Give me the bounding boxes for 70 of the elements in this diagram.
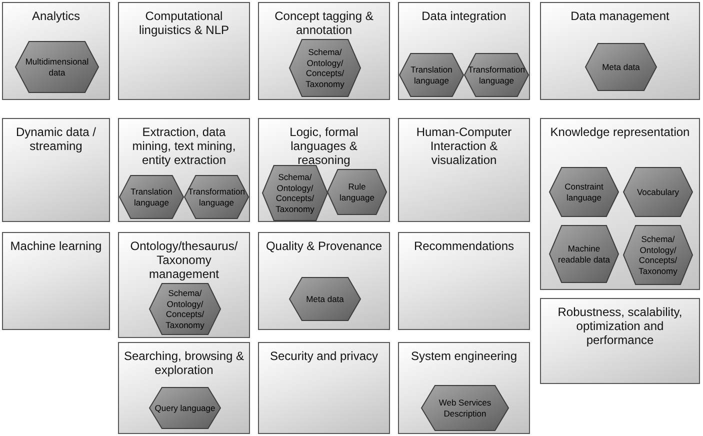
topic-box	[540, 298, 700, 384]
hexagon-tag	[623, 167, 693, 217]
topic-title: Quality & Provenance	[264, 239, 384, 253]
hexagon-tag	[585, 43, 657, 91]
topic-title: Human-Computer Interaction & visualization	[415, 125, 513, 167]
topic-title: Recommendations	[412, 239, 516, 253]
tag-label: Meta data	[305, 294, 345, 304]
topic-title: Ontology/thesaurus/ Taxonomy management	[129, 239, 239, 281]
tag-label: Rule language	[338, 182, 376, 202]
topic-box	[540, 118, 700, 290]
hexagon-tag	[623, 225, 693, 285]
tag-label: Meta data	[601, 62, 641, 72]
topic-title: Machine learning	[9, 239, 103, 253]
topic-box	[258, 342, 390, 434]
topic-title: Analytics	[30, 9, 82, 23]
tag-label: Schema/ Ontology/ Concepts/ Taxonomy	[638, 234, 678, 276]
tag-label: Web Services Description	[438, 398, 492, 418]
topic-box	[2, 118, 110, 222]
topic-title: Robustness, scalability, optimization and performance	[556, 305, 684, 347]
tag-label: Schema/ Ontology/ Concepts/ Taxonomy	[304, 47, 346, 89]
tag-label: Transformation language	[467, 64, 526, 86]
topic-box	[2, 232, 110, 330]
tag-label: Multidimensional data	[24, 56, 90, 78]
tag-label: Schema/ Ontology/ Concepts/ Taxonomy	[274, 172, 316, 214]
hexagon-tag	[549, 167, 619, 217]
topic-box	[118, 118, 250, 222]
topic-title: Searching, browsing & exploration	[123, 349, 245, 377]
hexagon-tag	[15, 41, 99, 93]
hexagon-tag	[421, 385, 509, 431]
topic-title: Extraction, data mining, text mining, entity extraction	[131, 125, 237, 167]
topic-title: Dynamic data / streaming	[14, 125, 98, 153]
topic-title: Data integration	[420, 9, 508, 23]
topic-title: Concept tagging & annotation	[274, 9, 374, 37]
topic-box	[398, 118, 530, 222]
hexagon-tag	[327, 169, 387, 215]
topic-box	[118, 342, 250, 434]
topic-box	[398, 232, 530, 330]
tag-label: Constraint language	[564, 182, 604, 202]
tag-label: Vocabulary	[636, 186, 680, 198]
topic-box	[118, 232, 250, 338]
topic-box	[398, 2, 530, 100]
topic-box	[2, 2, 110, 100]
hexagon-tag	[119, 175, 184, 219]
hexagon-tag	[289, 277, 361, 321]
topic-title: Security and privacy	[268, 349, 380, 363]
hexagon-tag	[262, 165, 328, 221]
tag-label: Translation language	[130, 186, 174, 208]
topic-box	[258, 232, 390, 330]
hexagon-tag	[399, 53, 464, 97]
topic-box	[118, 2, 250, 100]
hexagon-tag	[289, 39, 361, 97]
topic-box	[258, 2, 390, 100]
topic-title: Computational linguistics & NLP	[138, 9, 230, 37]
topic-title: Data management	[570, 9, 670, 23]
hexagon-tag	[549, 225, 619, 283]
topic-box	[398, 342, 530, 434]
hexagon-tag	[184, 175, 249, 219]
topic-title: System engineering	[410, 349, 518, 363]
tag-label: Translation language	[410, 64, 454, 86]
tag-label: Query language	[154, 402, 216, 414]
hexagon-tag	[149, 387, 221, 429]
topic-title: Knowledge representation	[549, 125, 691, 139]
topic-box	[258, 118, 390, 222]
tag-label: Schema/ Ontology/ Concepts/ Taxonomy	[164, 288, 206, 330]
topic-box	[540, 2, 700, 100]
hexagon-tag	[149, 283, 221, 335]
tag-label: Machine readable data	[557, 244, 611, 264]
tag-label: Transformation language	[187, 186, 246, 208]
hexagon-tag	[464, 53, 529, 97]
topic-title: Logic, formal languages & reasoning	[288, 125, 360, 167]
